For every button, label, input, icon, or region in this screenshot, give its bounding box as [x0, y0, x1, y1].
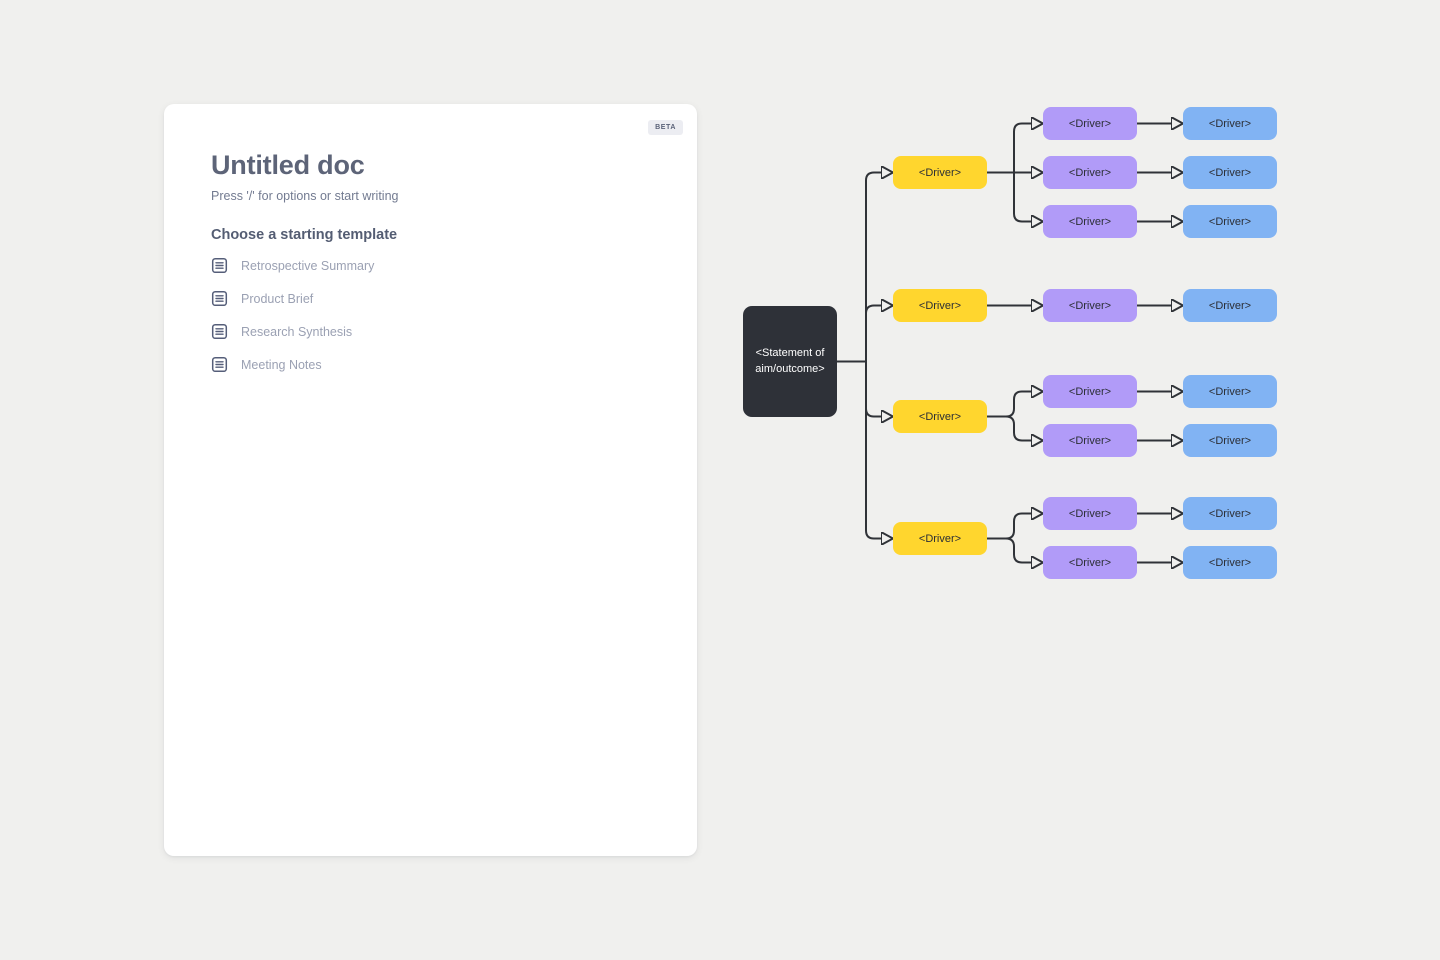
document-icon — [211, 323, 228, 340]
diagram-node-driver-4-1[interactable]: <Driver> — [1043, 497, 1137, 530]
diagram-node-driver-4-2-1[interactable]: <Driver> — [1183, 546, 1277, 579]
template-label: Product Brief — [241, 291, 314, 306]
diagram-node-driver-1-2-1[interactable]: <Driver> — [1183, 156, 1277, 189]
template-label: Research Synthesis — [241, 324, 353, 339]
diagram-node-driver-2[interactable]: <Driver> — [893, 289, 987, 322]
diagram-node-statement[interactable]: <Statement of aim/outcome> — [743, 306, 837, 417]
template-label: Retrospective Summary — [241, 258, 375, 273]
diagram-node-driver-2-1[interactable]: <Driver> — [1043, 289, 1137, 322]
document-icon — [211, 257, 228, 274]
diagram-node-driver-3[interactable]: <Driver> — [893, 400, 987, 433]
template-list: Retrospective Summary Product Brief Rese… — [211, 249, 697, 381]
editor-placeholder[interactable]: Press '/' for options or start writing — [211, 189, 399, 203]
template-item-retrospective-summary[interactable]: Retrospective Summary — [211, 249, 697, 282]
diagram-node-driver-4-2[interactable]: <Driver> — [1043, 546, 1137, 579]
diagram-node-driver-1-3-1[interactable]: <Driver> — [1183, 205, 1277, 238]
diagram-node-driver-4-1-1[interactable]: <Driver> — [1183, 497, 1277, 530]
template-item-product-brief[interactable]: Product Brief — [211, 282, 697, 315]
diagram-node-driver-3-2[interactable]: <Driver> — [1043, 424, 1137, 457]
doc-title[interactable]: Untitled doc — [211, 150, 365, 180]
diagram-node-driver-3-1-1[interactable]: <Driver> — [1183, 375, 1277, 408]
diagram-node-driver-1-2[interactable]: <Driver> — [1043, 156, 1137, 189]
diagram-node-driver-2-1-1[interactable]: <Driver> — [1183, 289, 1277, 322]
template-label: Meeting Notes — [241, 357, 322, 372]
document-icon — [211, 356, 228, 373]
document-icon — [211, 290, 228, 307]
diagram-node-driver-3-1[interactable]: <Driver> — [1043, 375, 1137, 408]
document-panel: BETA Untitled doc Press '/' for options … — [164, 104, 697, 856]
diagram-node-driver-1[interactable]: <Driver> — [893, 156, 987, 189]
beta-badge: BETA — [648, 120, 683, 135]
diagram-node-driver-4[interactable]: <Driver> — [893, 522, 987, 555]
template-item-meeting-notes[interactable]: Meeting Notes — [211, 348, 697, 381]
templates-heading: Choose a starting template — [211, 227, 398, 243]
template-item-research-synthesis[interactable]: Research Synthesis — [211, 315, 697, 348]
diagram-node-driver-1-1-1[interactable]: <Driver> — [1183, 107, 1277, 140]
diagram-node-driver-1-3[interactable]: <Driver> — [1043, 205, 1137, 238]
diagram-node-driver-3-2-1[interactable]: <Driver> — [1183, 424, 1277, 457]
diagram-node-driver-1-1[interactable]: <Driver> — [1043, 107, 1137, 140]
